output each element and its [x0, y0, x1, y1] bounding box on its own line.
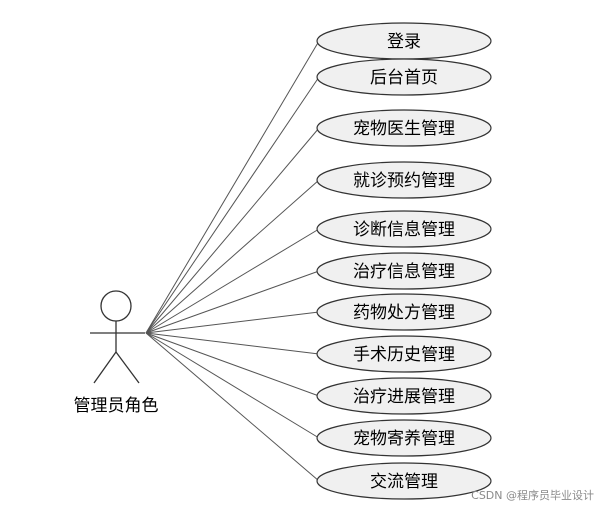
use-case-ellipse-treatment: [316, 252, 492, 290]
actor-figure: 管理员角色: [74, 290, 159, 416]
use-case-ellipse-appointment: [316, 161, 492, 199]
use-case-boarding: 宠物寄养管理: [316, 419, 492, 457]
use-case-ellipse-prescription: [316, 293, 492, 331]
use-case-communication: 交流管理: [316, 462, 492, 500]
association-line-progress: [145, 332, 320, 397]
association-line-vet: [145, 127, 320, 334]
use-case-ellipse-boarding: [316, 419, 492, 457]
association-line-login: [145, 40, 320, 334]
association-line-boarding: [145, 332, 320, 439]
use-case-label-prescription: 药物处方管理: [353, 303, 455, 323]
use-case-label-home: 后台首页: [370, 68, 438, 88]
use-case-ellipse-diagnosis: [316, 210, 492, 248]
use-case-progress: 治疗进展管理: [316, 377, 492, 415]
use-case-ellipse-home: [316, 58, 492, 96]
association-line-diagnosis: [145, 228, 320, 334]
use-case-label-progress: 治疗进展管理: [353, 387, 455, 407]
use-case-label-boarding: 宠物寄养管理: [353, 429, 455, 449]
association-line-home: [145, 76, 320, 334]
actor-right-leg: [115, 351, 140, 384]
use-case-surgery: 手术历史管理: [316, 335, 492, 373]
association-line-communication: [145, 332, 320, 482]
use-case-label-communication: 交流管理: [370, 472, 438, 492]
use-case-login: 登录: [316, 22, 492, 60]
use-case-vet: 宠物医生管理: [316, 109, 492, 147]
use-case-label-vet: 宠物医生管理: [353, 119, 455, 139]
use-case-label-treatment: 治疗信息管理: [353, 262, 455, 282]
use-case-label-login: 登录: [387, 32, 421, 52]
use-case-treatment: 治疗信息管理: [316, 252, 492, 290]
use-case-ellipse-communication: [316, 462, 492, 500]
association-line-treatment: [145, 270, 320, 334]
use-case-label-surgery: 手术历史管理: [353, 345, 455, 365]
use-case-appointment: 就诊预约管理: [316, 161, 492, 199]
association-line-surgery: [145, 332, 320, 355]
actor-left-leg: [93, 351, 117, 384]
use-case-ellipse-surgery: [316, 335, 492, 373]
use-case-diagnosis: 诊断信息管理: [316, 210, 492, 248]
use-case-list: 登录后台首页宠物医生管理就诊预约管理诊断信息管理治疗信息管理药物处方管理手术历史…: [316, 22, 492, 500]
actor-head: [100, 290, 132, 322]
actor-label: 管理员角色: [74, 396, 159, 416]
association-line-prescription: [145, 311, 320, 334]
use-case-home: 后台首页: [316, 58, 492, 96]
use-case-prescription: 药物处方管理: [316, 293, 492, 331]
watermark: CSDN @程序员毕业设计: [471, 489, 594, 502]
use-case-ellipse-vet: [316, 109, 492, 147]
use-case-label-appointment: 就诊预约管理: [353, 171, 455, 191]
use-case-ellipse-progress: [316, 377, 492, 415]
use-case-label-diagnosis: 诊断信息管理: [353, 220, 455, 240]
association-line-appointment: [145, 179, 320, 334]
association-lines: [145, 40, 320, 482]
